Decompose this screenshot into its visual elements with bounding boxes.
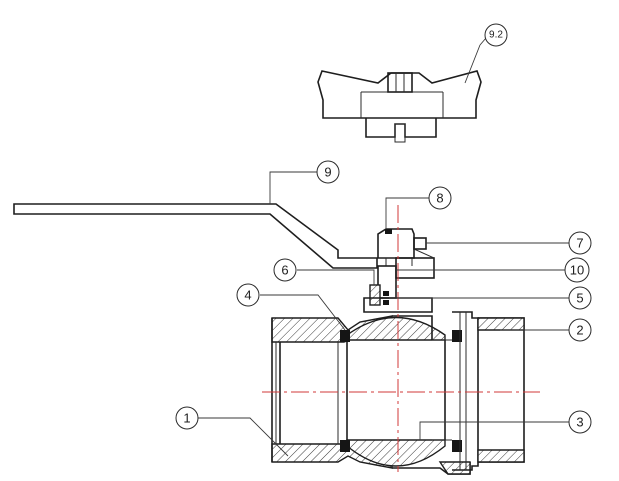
- callout-3: 3: [568, 410, 592, 434]
- callout-9: 9: [316, 160, 340, 184]
- butterfly-handle-detail: [317, 37, 487, 143]
- callout-4: 4: [236, 283, 260, 307]
- callout-7: 7: [568, 231, 592, 255]
- callout-5-label: 5: [576, 291, 583, 306]
- callout-6: 6: [273, 258, 297, 282]
- callout-2: 2: [568, 318, 592, 342]
- callout-5: 5: [568, 286, 592, 310]
- callout-4-label: 4: [244, 288, 251, 303]
- callout-7-label: 7: [576, 236, 583, 251]
- callout-8: 8: [428, 186, 452, 210]
- callout-9-2: 9.2: [484, 23, 508, 47]
- callout-9-2-label: 9.2: [489, 30, 503, 41]
- callout-2-label: 2: [576, 323, 583, 338]
- callout-8-label: 8: [436, 191, 443, 206]
- callout-1-label: 1: [183, 411, 190, 426]
- callout-10-label: 10: [570, 263, 584, 278]
- callout-3-label: 3: [576, 415, 583, 430]
- leader-lines: [198, 171, 570, 457]
- valve-body: [271, 315, 471, 475]
- centerlines: [262, 205, 540, 472]
- stem-assembly: [363, 228, 435, 313]
- end-connector: [432, 311, 525, 471]
- lever-handle: [13, 203, 378, 269]
- callout-9-label: 9: [324, 165, 331, 180]
- callout-10: 10: [564, 257, 590, 283]
- callout-6-label: 6: [281, 263, 288, 278]
- callout-1: 1: [175, 406, 199, 430]
